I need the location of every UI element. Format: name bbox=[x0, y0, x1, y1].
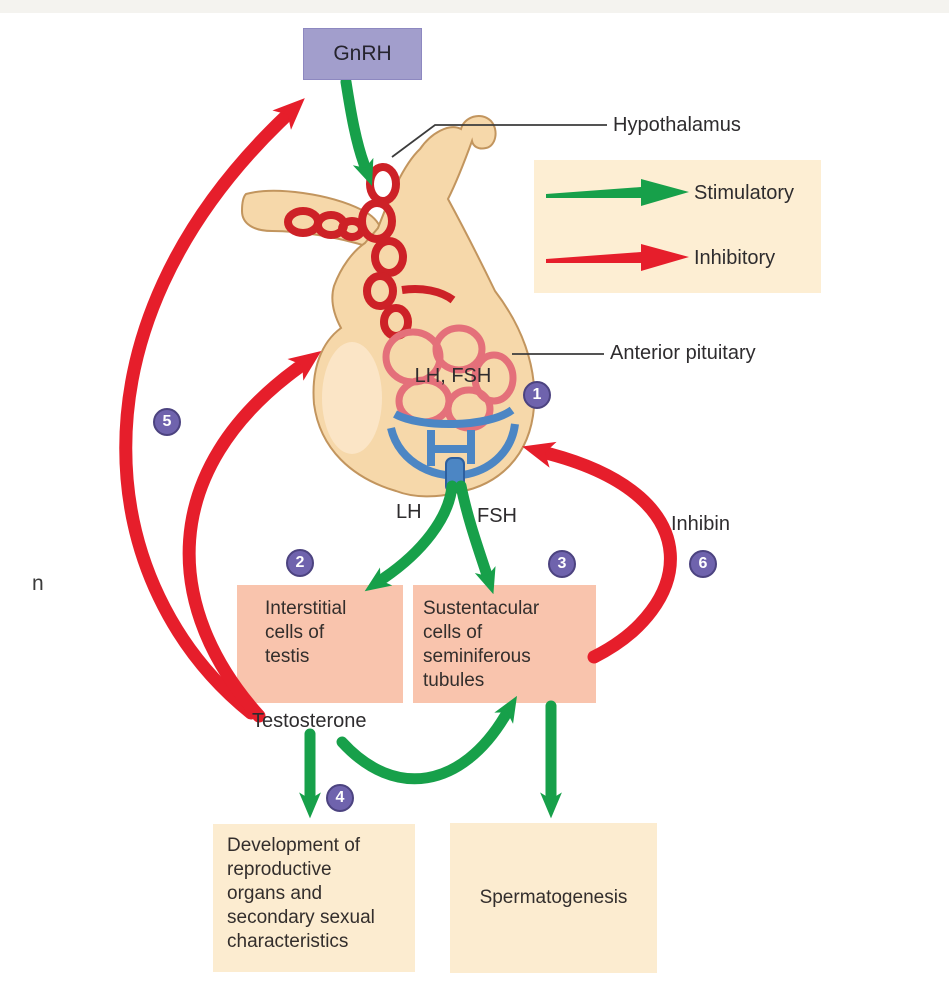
lh-label: LH bbox=[396, 501, 422, 523]
stimulatory-arrow-icon bbox=[546, 179, 689, 206]
step-badge-2: 2 bbox=[286, 549, 314, 577]
legend-stimulatory-label: Stimulatory bbox=[694, 182, 795, 204]
hypothalamus-leader-line bbox=[391, 124, 607, 158]
spermatogenesis-label: Spermatogenesis bbox=[479, 887, 628, 909]
anterior-pituitary-label: Anterior pituitary bbox=[610, 342, 756, 364]
inhibin-label: Inhibin bbox=[671, 513, 730, 535]
top-edge-strip bbox=[0, 0, 949, 13]
hypothalamus-pituitary-illustration bbox=[240, 114, 536, 498]
fsh-arrow bbox=[455, 480, 496, 595]
pituitary-stalk-vessel bbox=[445, 457, 465, 493]
sustentacular-cells-box: Sustentacular cells of seminiferous tubu… bbox=[413, 585, 596, 703]
primary-capillary-plexus bbox=[284, 163, 456, 340]
edge-artifact-text: n bbox=[32, 572, 44, 595]
step-badge-1: 1 bbox=[523, 381, 551, 409]
inhibitory-arrow-icon bbox=[546, 244, 689, 271]
pituitary-highlight bbox=[322, 342, 382, 454]
fsh-label: FSH bbox=[477, 505, 517, 527]
step-badge-6: 6 bbox=[689, 550, 717, 578]
spermatogenesis-box: Spermatogenesis bbox=[450, 823, 657, 973]
gnrh-label: GnRH bbox=[333, 42, 392, 65]
hypothalamus-label: Hypothalamus bbox=[613, 114, 741, 136]
lh-arrow bbox=[364, 480, 458, 592]
lh-fsh-label: LH, FSH bbox=[414, 365, 492, 387]
testosterone-label: Testosterone bbox=[252, 710, 367, 732]
gnrh-to-hypothalamus-arrow bbox=[340, 76, 374, 186]
development-box: Development of reproductive organs and s… bbox=[213, 824, 415, 972]
legend-inhibitory-label: Inhibitory bbox=[694, 247, 776, 269]
step-badge-5: 5 bbox=[153, 408, 181, 436]
step-badge-4: 4 bbox=[326, 784, 354, 812]
gnrh-box: GnRH bbox=[303, 28, 422, 80]
venous-capillaries-blue bbox=[387, 406, 519, 480]
interstitial-cells-box: Interstitial cells of testis bbox=[237, 585, 403, 703]
step-badge-3: 3 bbox=[548, 550, 576, 578]
legend-box bbox=[534, 160, 821, 293]
